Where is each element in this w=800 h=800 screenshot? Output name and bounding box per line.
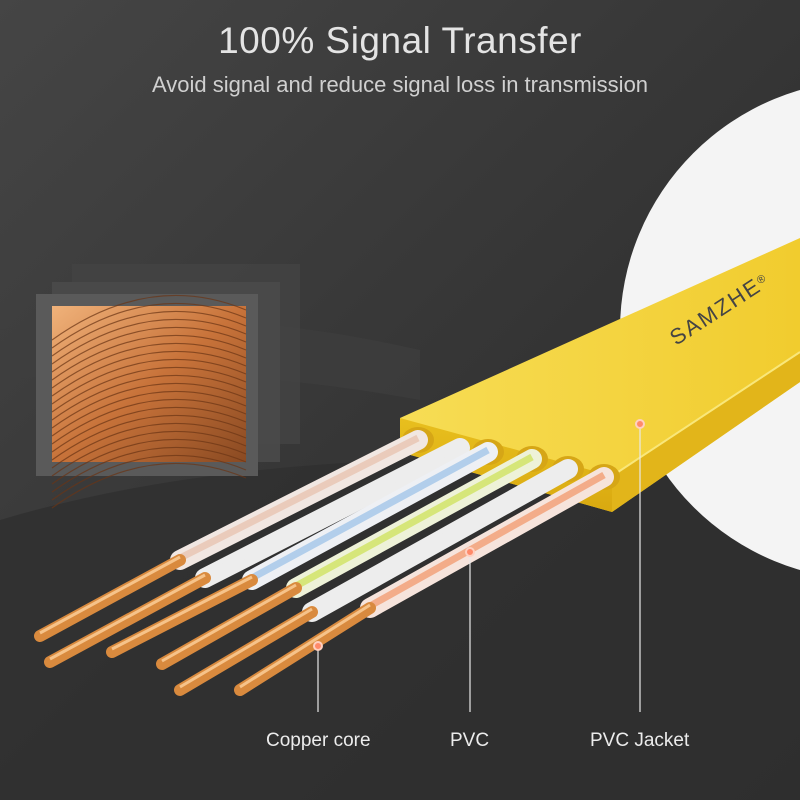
insulated-wire (34, 430, 428, 642)
insulated-wire (156, 449, 542, 670)
copper-core-marker (313, 641, 323, 651)
copper-strand (34, 554, 186, 642)
copper-strand (234, 602, 376, 696)
pvc-marker (465, 547, 475, 557)
copper-core-label: Copper core (266, 730, 371, 751)
pvc-jacket-marker (635, 419, 645, 429)
page-subtitle: Avoid signal and reduce signal loss in t… (151, 72, 649, 97)
pvc-jacket-label: PVC Jacket (590, 730, 690, 751)
insulated-wire (174, 459, 578, 696)
wire-bundle (34, 430, 614, 696)
callout-leaders (313, 419, 645, 712)
insulated-wire (234, 467, 614, 696)
insulated-wire (44, 438, 470, 668)
copper-strand (44, 572, 211, 668)
copper-closeup-inset (36, 264, 300, 509)
copper-strand (174, 606, 318, 696)
copper-strand (156, 582, 302, 670)
copper-strand (106, 574, 258, 658)
page-title: 100% Signal Transfer (218, 20, 582, 61)
insulated-wire (106, 442, 498, 658)
pvc-label: PVC (450, 730, 490, 751)
